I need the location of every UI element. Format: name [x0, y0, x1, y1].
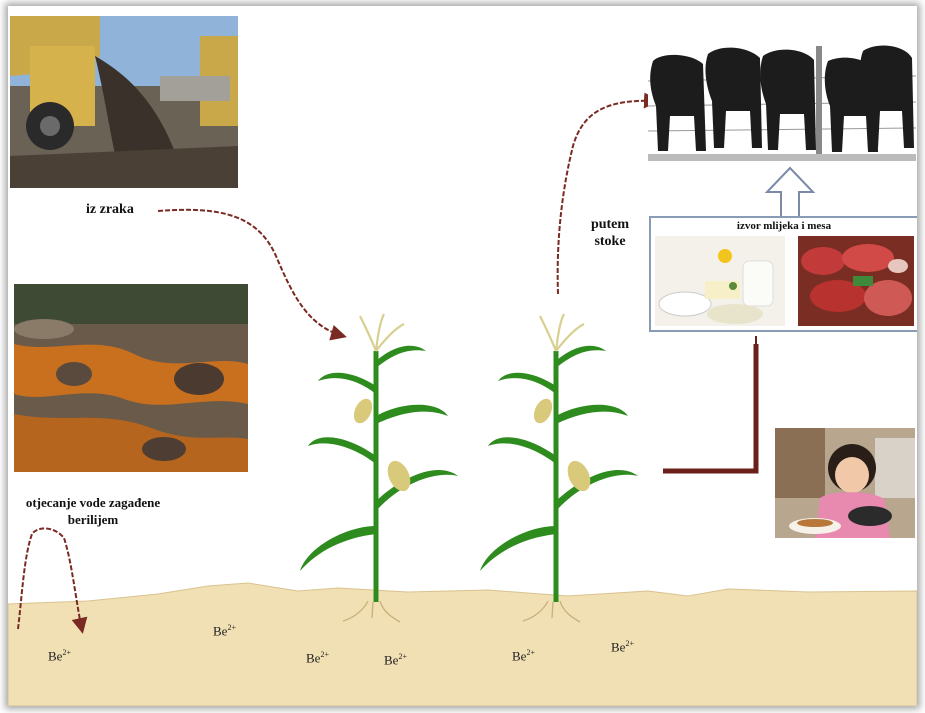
runoff-label: otjecanje vode zagađene berilijem	[25, 495, 161, 527]
livestock-label: putem stoke	[580, 216, 640, 250]
air-deposition-arrow	[157, 208, 347, 341]
milk-meat-box: izvor mlijeka i mesa	[649, 216, 917, 332]
corn-plant-right	[480, 313, 638, 623]
raw-meat-photo	[798, 236, 914, 326]
diagram-canvas: izvor mlijeka i mesa	[8, 6, 917, 706]
runoff-arrow	[17, 527, 88, 634]
mining-truck-photo	[10, 16, 238, 188]
be-ion-3: Be2+	[306, 650, 329, 666]
livestock-label-text: putem stoke	[590, 217, 630, 249]
child-eating-photo	[775, 428, 915, 538]
soil-layer	[8, 582, 917, 706]
air-label: iz zraka	[86, 202, 134, 217]
be-ion-5: Be2+	[512, 648, 535, 664]
corn-plant-left	[300, 313, 458, 623]
be-ion-2: Be2+	[213, 623, 236, 639]
hollow-up-arrow	[764, 166, 816, 219]
be-ion-1: Be2+	[48, 648, 71, 664]
polluted-stream-photo	[14, 284, 248, 472]
be-ion-6: Be2+	[611, 639, 634, 655]
consumption-connector	[663, 344, 759, 474]
livestock-arrow	[556, 92, 660, 295]
be-ion-4: Be2+	[384, 652, 407, 668]
cattle-herd-illustration	[648, 36, 916, 161]
dairy-products-photo	[655, 236, 785, 326]
milk-meat-label: izvor mlijeka i mesa	[736, 220, 832, 232]
diagram-graphics	[8, 92, 917, 706]
